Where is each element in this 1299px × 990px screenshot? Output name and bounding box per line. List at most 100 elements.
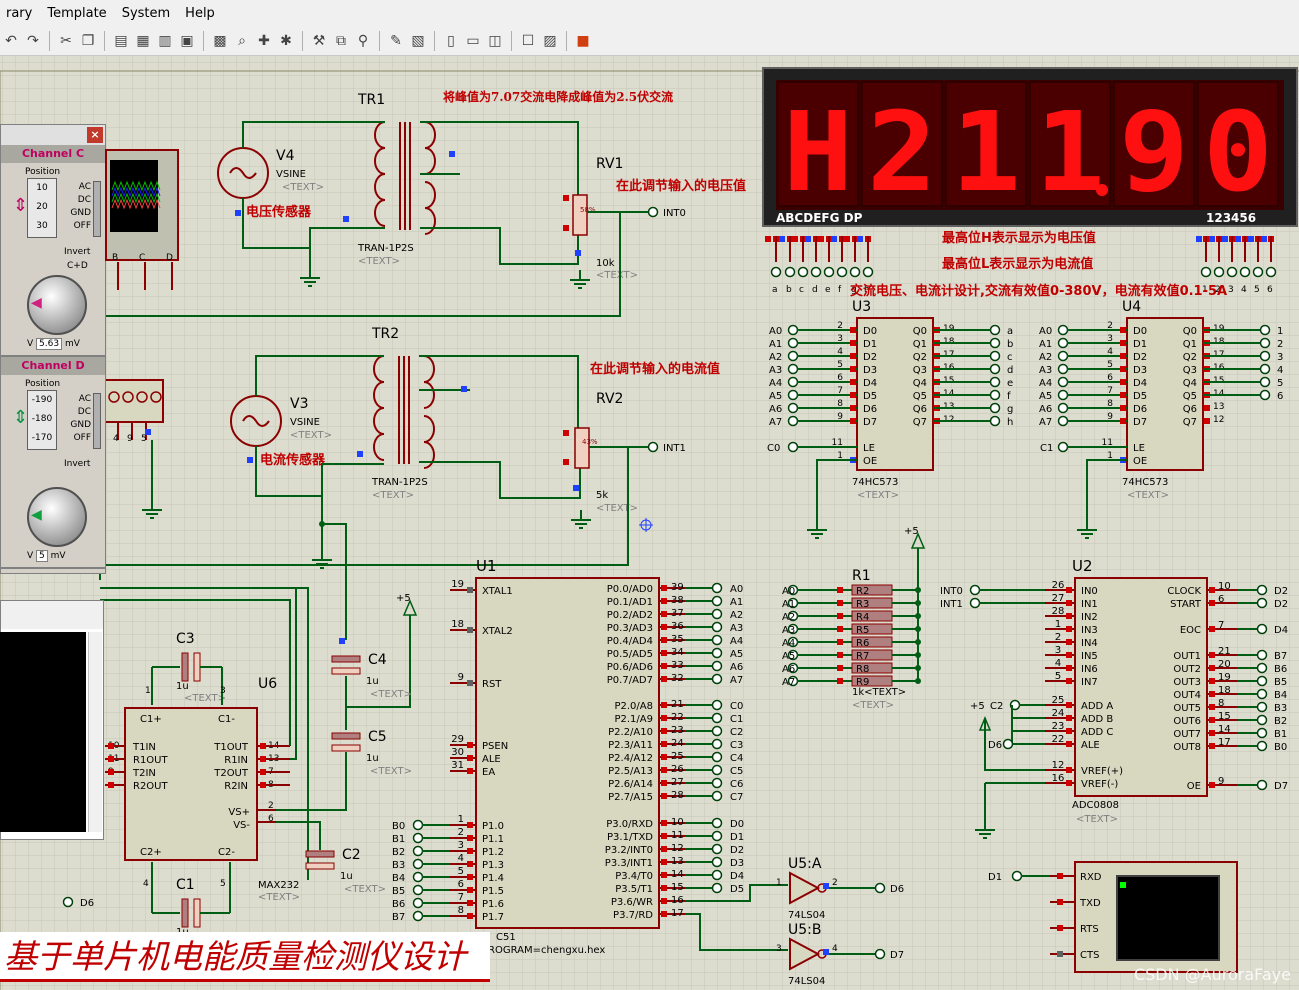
- cut-icon[interactable]: ✂: [60, 32, 72, 49]
- u3-in-terminal[interactable]: [787, 389, 799, 401]
- seg-terminal-f[interactable]: [836, 266, 848, 278]
- u2-out-terminal[interactable]: [1256, 727, 1268, 739]
- paste-icon[interactable]: ▤: [114, 32, 128, 49]
- u3-in-terminal[interactable]: [787, 324, 799, 336]
- block-delete-icon[interactable]: ▩: [213, 32, 227, 49]
- u1-port-terminal[interactable]: [711, 882, 723, 894]
- block-rotate-icon[interactable]: ▣: [180, 32, 194, 49]
- coupling-slider[interactable]: [93, 393, 101, 449]
- u2-out-terminal[interactable]: [1256, 675, 1268, 687]
- erc-icon[interactable]: ☐: [521, 32, 535, 49]
- u1-port-terminal[interactable]: [711, 699, 723, 711]
- u1-port-terminal[interactable]: [711, 595, 723, 607]
- rv2-body[interactable]: [574, 427, 590, 469]
- display-titlebar[interactable]: [1, 601, 103, 629]
- u1-port-terminal[interactable]: [711, 634, 723, 646]
- u1-port-terminal[interactable]: [711, 647, 723, 659]
- u3-in-terminal[interactable]: [787, 337, 799, 349]
- int1-in-terminal[interactable]: [969, 597, 981, 609]
- u1-port-terminal[interactable]: [711, 869, 723, 881]
- coupling-slider[interactable]: [93, 181, 101, 237]
- menu-system[interactable]: System: [121, 5, 171, 21]
- u3-in-terminal[interactable]: [787, 350, 799, 362]
- u2-out-terminal[interactable]: [1256, 714, 1268, 726]
- u5b-body[interactable]: [789, 937, 821, 971]
- seg-terminal-b[interactable]: [784, 266, 796, 278]
- u3-out-terminal[interactable]: [989, 350, 1001, 362]
- u1-port-terminal[interactable]: [711, 817, 723, 829]
- u3-out-terminal[interactable]: [989, 324, 1001, 336]
- d1-terminal[interactable]: [1011, 870, 1023, 882]
- u1-port-terminal[interactable]: [711, 856, 723, 868]
- u4-out-terminal[interactable]: [1259, 389, 1271, 401]
- seg-terminal-c[interactable]: [797, 266, 809, 278]
- u1-p1-terminal[interactable]: [412, 910, 424, 922]
- seg-terminal-e[interactable]: [823, 266, 835, 278]
- property-icon[interactable]: ✎: [390, 32, 402, 49]
- menu-library[interactable]: rary: [6, 5, 33, 21]
- u4-body[interactable]: [1126, 317, 1204, 471]
- netlist-icon[interactable]: ⧉: [336, 32, 346, 49]
- u5a-terminal[interactable]: [874, 882, 886, 894]
- d6-in-terminal[interactable]: [1002, 738, 1014, 750]
- c4-plate[interactable]: [331, 667, 361, 675]
- u1-port-terminal[interactable]: [711, 608, 723, 620]
- undo-icon[interactable]: ↶: [5, 32, 17, 49]
- d6-terminal[interactable]: [62, 896, 74, 908]
- position-arrow-icon[interactable]: ⇕: [13, 195, 29, 216]
- find-icon[interactable]: ⚲: [357, 32, 369, 49]
- u1-p1-terminal[interactable]: [412, 819, 424, 831]
- digit-terminal-4[interactable]: [1239, 266, 1251, 278]
- u2-out-terminal[interactable]: [1256, 688, 1268, 700]
- u1-port-terminal[interactable]: [711, 738, 723, 750]
- int1-terminal[interactable]: [647, 441, 659, 453]
- position-arrow-icon[interactable]: ⇕: [13, 407, 29, 428]
- display-scrollbar[interactable]: [88, 632, 102, 832]
- block-copy-icon[interactable]: ▦: [136, 32, 150, 49]
- menu-template[interactable]: Template: [47, 5, 107, 21]
- c1-plate[interactable]: [193, 898, 201, 928]
- osc-titlebar[interactable]: ×: [1, 125, 105, 145]
- u1-port-terminal[interactable]: [711, 843, 723, 855]
- u3-out-terminal[interactable]: [989, 389, 1001, 401]
- u4-out-terminal[interactable]: [1259, 376, 1271, 388]
- u3-out-terminal[interactable]: [989, 402, 1001, 414]
- seg-terminal-d[interactable]: [810, 266, 822, 278]
- u1-body[interactable]: [475, 577, 660, 929]
- u2-out-terminal[interactable]: [1256, 623, 1268, 635]
- u2-out-terminal[interactable]: [1256, 584, 1268, 596]
- u6-body[interactable]: [124, 707, 258, 861]
- u2-out-terminal[interactable]: [1256, 701, 1268, 713]
- u1-p1-terminal[interactable]: [412, 845, 424, 857]
- u1-port-terminal[interactable]: [711, 751, 723, 763]
- u3-out-terminal[interactable]: [989, 363, 1001, 375]
- u4-in-terminal[interactable]: [1057, 350, 1069, 362]
- u1-port-terminal[interactable]: [711, 764, 723, 776]
- zoom-icon[interactable]: ⌕: [238, 32, 246, 49]
- u1-port-terminal[interactable]: [711, 621, 723, 633]
- c1-plate[interactable]: [181, 898, 189, 928]
- seg-terminal-g[interactable]: [849, 266, 861, 278]
- u3-le-terminal[interactable]: [787, 441, 799, 453]
- tag-icon[interactable]: ✱: [280, 32, 292, 49]
- c4-plate[interactable]: [331, 655, 361, 663]
- u2-out-terminal[interactable]: [1256, 779, 1268, 791]
- redo-icon[interactable]: ↷: [27, 32, 39, 49]
- goto-sheet-icon[interactable]: ◫: [488, 32, 502, 49]
- u1-port-terminal[interactable]: [711, 712, 723, 724]
- block-move-icon[interactable]: ▥: [158, 32, 172, 49]
- u3-in-terminal[interactable]: [787, 363, 799, 375]
- u2-out-terminal[interactable]: [1256, 740, 1268, 752]
- u1-port-terminal[interactable]: [711, 777, 723, 789]
- menu-help[interactable]: Help: [185, 5, 215, 21]
- u4-in-terminal[interactable]: [1057, 363, 1069, 375]
- u4-out-terminal[interactable]: [1259, 363, 1271, 375]
- display-window[interactable]: [0, 600, 104, 840]
- int0-in-terminal[interactable]: [969, 584, 981, 596]
- u1-port-terminal[interactable]: [711, 725, 723, 737]
- u3-in-terminal[interactable]: [787, 376, 799, 388]
